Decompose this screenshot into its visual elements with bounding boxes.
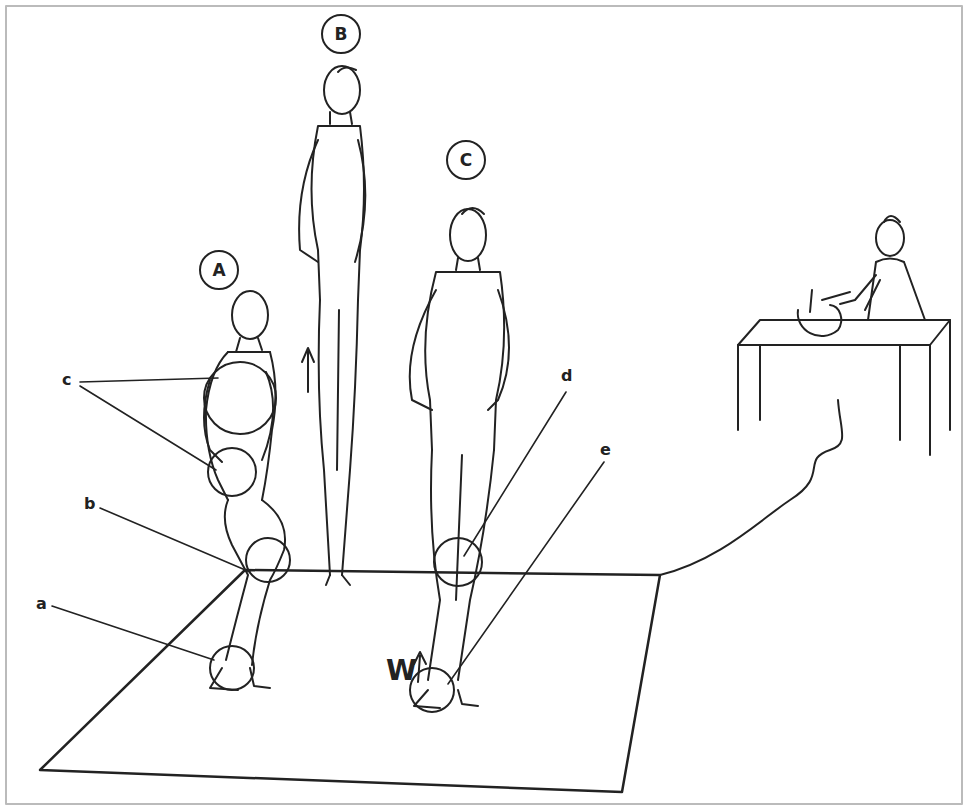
- figure-standing: [410, 208, 509, 712]
- part-letter: b: [84, 494, 95, 513]
- leader-lines: [52, 378, 604, 684]
- part-letter: W: [386, 654, 417, 687]
- circled-letter: C: [446, 140, 486, 180]
- part-letter: c: [62, 370, 71, 389]
- cable: [660, 400, 842, 575]
- figure-jumping: [299, 66, 365, 585]
- part-letter: a: [36, 594, 47, 613]
- circled-letter: A: [199, 250, 239, 290]
- figure-letter: B: [335, 24, 348, 44]
- recorder-desk: [738, 216, 950, 455]
- frame: [6, 6, 962, 804]
- motion-arrow: [302, 348, 314, 392]
- part-letter: d: [561, 366, 572, 385]
- circled-letter: B: [321, 14, 361, 54]
- force-plate: [40, 570, 660, 792]
- figure-crouching: [204, 291, 290, 690]
- figure-letter: C: [460, 150, 472, 170]
- figure-letter: A: [212, 260, 225, 280]
- part-letter: e: [600, 440, 611, 459]
